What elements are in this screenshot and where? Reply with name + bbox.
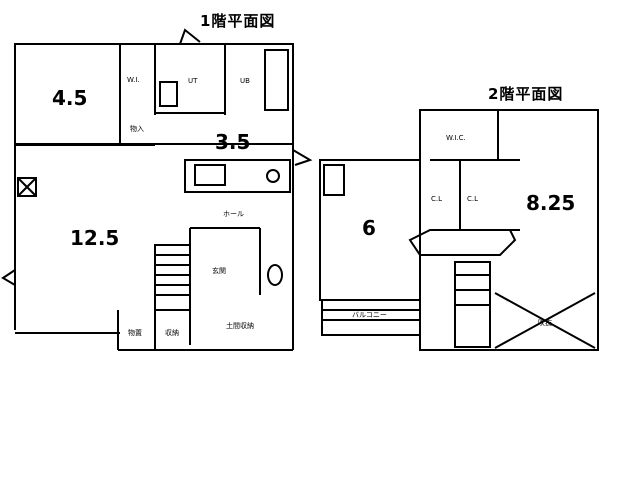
floor2-walls [319, 109, 599, 351]
floor1-storage4-label: 土間収納 [226, 322, 254, 330]
floor2-balcony-label: バルコニー [352, 311, 387, 319]
floor1-room-b-area: 3.5 [215, 130, 251, 154]
floor2-void-label: 吹抜 [538, 319, 552, 327]
floor2-room-a-area: 6 [362, 216, 376, 240]
floor1-storage-label: 物入 [130, 125, 144, 133]
floor2-wic-label: W.I.C. [446, 134, 466, 142]
floor1-walls [1, 28, 313, 351]
floor2-cl1-label: C.L [431, 195, 443, 203]
floor2-cl2-label: C.L [467, 195, 479, 203]
floor1-storage3-label: 収納 [165, 329, 179, 337]
floor1-hall-label: ホール [223, 210, 244, 218]
floor1-storage2-label: 物置 [128, 329, 142, 337]
floor1-ub-label: UB [240, 77, 250, 85]
floor1-room-a-area: 4.5 [52, 86, 88, 110]
floor1-title: 1階平面図 [200, 12, 276, 30]
floor2-room-b-area: 8.25 [526, 191, 576, 215]
floor2-title: 2階平面図 [488, 85, 564, 103]
floor1-ut-label: UT [188, 77, 198, 85]
floor1-entrance-label: 玄関 [212, 267, 226, 275]
floor1-wic-label: W.I. [127, 76, 140, 84]
floor1-ldk-area: 12.5 [70, 226, 120, 250]
